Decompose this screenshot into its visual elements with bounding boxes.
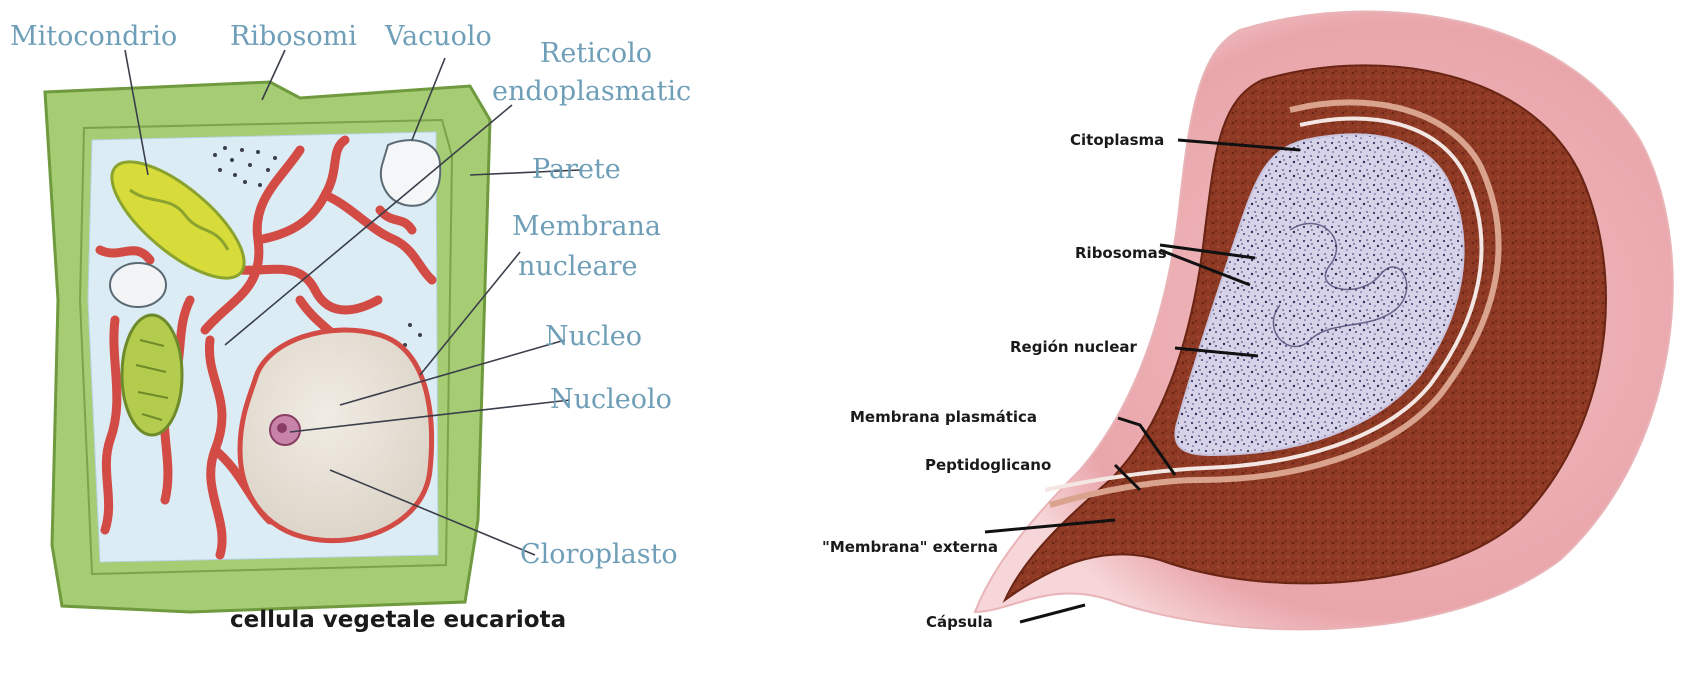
label-peptidoglicano: Peptidoglicano	[925, 456, 1051, 474]
label-citoplasma: Citoplasma	[1070, 131, 1164, 149]
label-mitocondrio: Mitocondrio	[10, 21, 177, 52]
label-vacuolo: Vacuolo	[384, 21, 492, 52]
caption-plant-cell: cellula vegetale eucariota	[230, 607, 566, 633]
label-membrana-line2: nucleare	[518, 251, 638, 282]
bacterial-cell: Citoplasma Ribosomas Región nuclear Memb…	[822, 12, 1673, 631]
label-ribosomi: Ribosomi	[230, 21, 357, 52]
label-ribosomas: Ribosomas	[1075, 244, 1167, 262]
nucleus	[240, 330, 432, 541]
label-reticolo-line1: Reticolo	[540, 38, 652, 69]
label-cloroplasto: Cloroplasto	[520, 539, 678, 570]
small-vacuole	[110, 263, 166, 307]
label-reticolo-line2: endoplasmatic	[492, 76, 691, 107]
label-capsula: Cápsula	[926, 613, 993, 631]
label-membrana-externa: "Membrana" externa	[822, 538, 998, 556]
label-parete: Parete	[532, 154, 621, 185]
label-region-nuclear: Región nuclear	[1010, 338, 1137, 356]
label-membrana-line1: Membrana	[512, 211, 661, 242]
plant-cell: Mitocondrio Ribosomi Vacuolo Reticolo en…	[10, 21, 691, 633]
label-nucleolo: Nucleolo	[550, 384, 672, 415]
label-membrana-plasmatica: Membrana plasmática	[850, 408, 1037, 426]
label-nucleo: Nucleo	[545, 321, 642, 352]
